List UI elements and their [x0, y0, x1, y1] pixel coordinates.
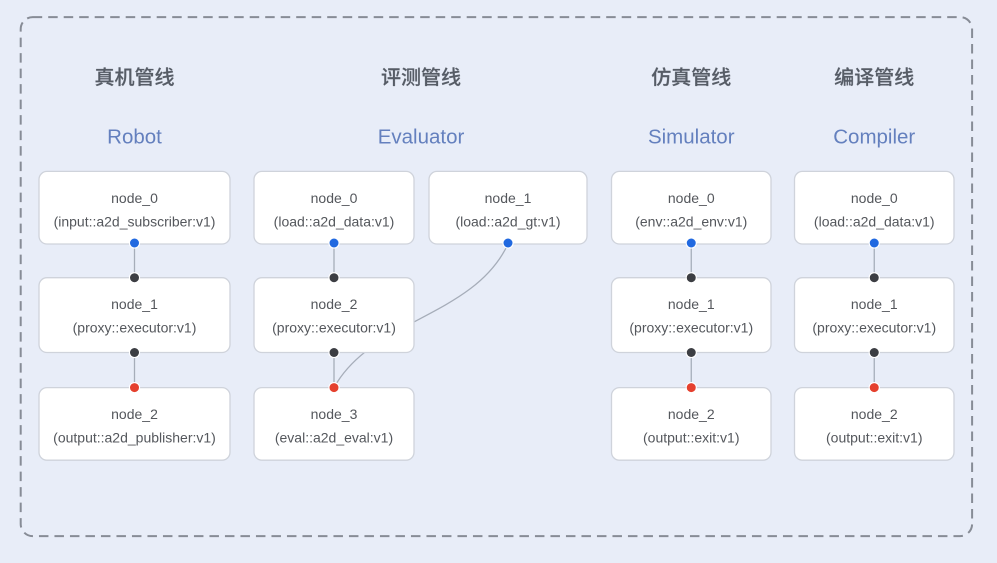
svg-text:(env::a2d_env:v1): (env::a2d_env:v1) [635, 213, 747, 229]
svg-text:node_3: node_3 [311, 406, 358, 422]
svg-text:Evaluator: Evaluator [378, 126, 465, 149]
svg-text:node_2: node_2 [311, 296, 358, 312]
svg-text:node_0: node_0 [111, 190, 158, 206]
svg-text:(proxy::executor:v1): (proxy::executor:v1) [629, 320, 753, 336]
svg-text:Compiler: Compiler [833, 126, 915, 149]
svg-text:(load::a2d_data:v1): (load::a2d_data:v1) [814, 213, 935, 229]
svg-text:(proxy::executor:v1): (proxy::executor:v1) [73, 320, 197, 336]
svg-text:(eval::a2d_eval:v1): (eval::a2d_eval:v1) [275, 430, 393, 446]
svg-text:node_1: node_1 [485, 190, 532, 206]
svg-text:(output::a2d_publisher:v1): (output::a2d_publisher:v1) [53, 430, 216, 446]
svg-text:node_1: node_1 [668, 296, 715, 312]
svg-text:node_2: node_2 [668, 406, 715, 422]
svg-text:node_1: node_1 [851, 296, 898, 312]
svg-text:node_2: node_2 [111, 406, 158, 422]
svg-text:(input::a2d_subscriber:v1): (input::a2d_subscriber:v1) [54, 213, 216, 229]
svg-text:node_2: node_2 [851, 406, 898, 422]
svg-text:Simulator: Simulator [648, 126, 735, 149]
svg-text:node_0: node_0 [311, 190, 358, 206]
svg-text:(load::a2d_data:v1): (load::a2d_data:v1) [274, 213, 395, 229]
svg-text:(load::a2d_gt:v1): (load::a2d_gt:v1) [455, 213, 560, 229]
svg-text:Robot: Robot [107, 126, 162, 149]
svg-text:(proxy::executor:v1): (proxy::executor:v1) [812, 320, 936, 336]
svg-text:(proxy::executor:v1): (proxy::executor:v1) [272, 320, 396, 336]
svg-text:node_1: node_1 [111, 296, 158, 312]
svg-text:node_0: node_0 [851, 190, 898, 206]
svg-text:node_0: node_0 [668, 190, 715, 206]
svg-text:(output::exit:v1): (output::exit:v1) [826, 430, 923, 446]
svg-text:(output::exit:v1): (output::exit:v1) [643, 430, 740, 446]
